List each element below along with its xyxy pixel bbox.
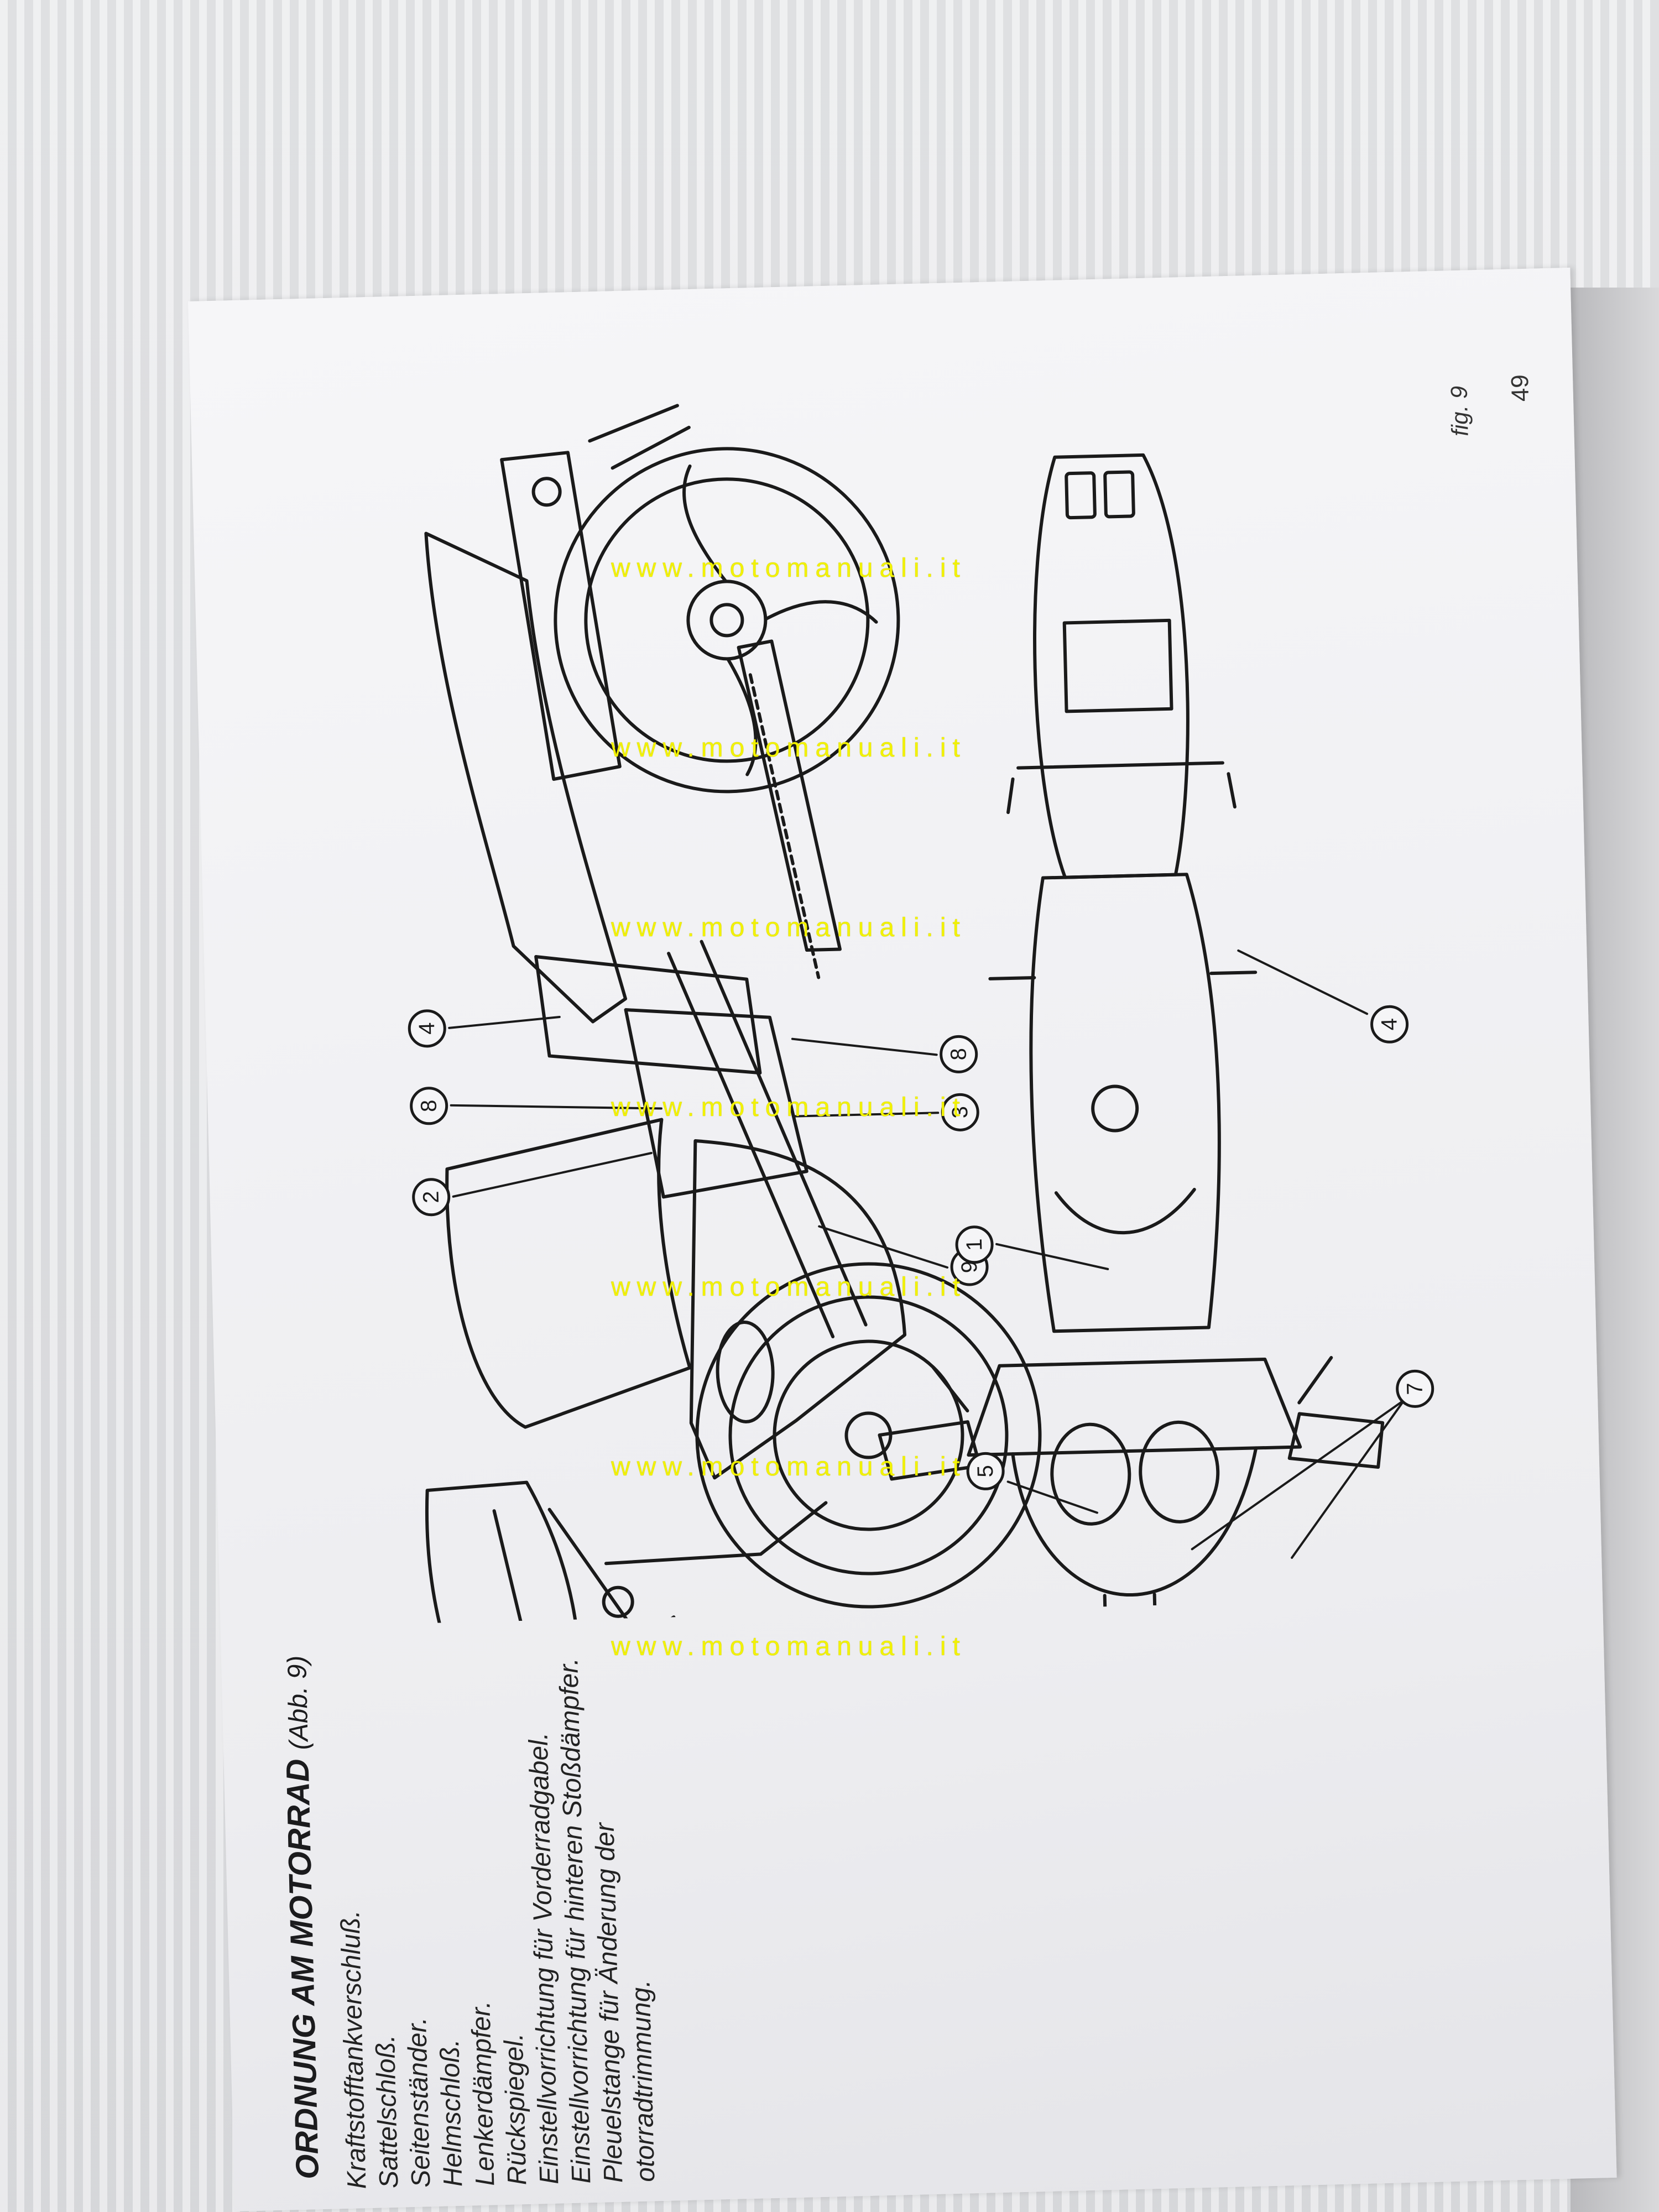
page-number: 49 [1506,374,1535,402]
front-wheel [695,1262,1042,1609]
lower-fairing [689,1139,907,1480]
fuel-tank [445,1118,692,1429]
callout-side-8-label: 8 [416,1099,441,1112]
front-fairing-top [1011,1446,1258,1597]
manual-page: 4 8 2 8 3 9 7 4 1 5 7 6 6 fig. 9 49 ORDN… [188,267,1617,2211]
helmet-lock-top [1062,618,1173,713]
legend-item-9: Pleuelstange für Änderung der [590,1822,629,2183]
callout-top-4-label: 4 [1377,1018,1402,1031]
top-view-drawing [878,453,1385,1629]
side-view-drawing [424,404,1042,1629]
callout-top-4 [1370,1005,1409,1044]
exhaust-silencer [500,451,622,781]
mirror-right [1287,1412,1385,1469]
callout-top-5 [966,1452,1005,1490]
section-heading: ORDNUNG AM MOTORRAD (Abb. 9) [276,1655,326,2180]
legend-item-3: Seitenständer. [402,2017,436,2188]
watermark-6: www.motomanuali.it [611,1452,967,1481]
callout-side-3-label: 3 [948,1106,973,1119]
section-heading-ref: (Abb. 9) [282,1655,315,1750]
watermark-5: www.motomanuali.it [611,1272,967,1302]
handlebar-area [967,1357,1302,1457]
legend-item-2: Sattelschloß. [371,2034,404,2189]
callout-leaders [448,949,1406,1559]
watermark-1: www.motomanuali.it [611,554,967,583]
watermark-4: www.motomanuali.it [611,1093,967,1122]
callout-top-1-label: 1 [962,1238,987,1251]
shock-absorber [624,1008,808,1199]
legend-item-5: Lenkerdämpfer. [466,2000,500,2187]
callout-top-5-label: 5 [973,1465,998,1478]
watermark-3: www.motomanuali.it [611,913,967,942]
watermark-2: www.motomanuali.it [611,733,967,763]
section-heading-title: ORDNUNG AM MOTORRAD [279,1758,326,2180]
tail-fairing [424,531,628,1024]
callout-side-8b [940,1035,978,1073]
callout-side-8 [410,1087,448,1125]
figure-label: fig. 9 [1446,385,1473,437]
legend-item-6: Rückspiegel. [499,2033,533,2186]
watermark-7: www.motomanuali.it [611,1632,967,1661]
callout-side-2 [412,1178,451,1217]
seat-tank-top [1029,873,1221,1333]
callout-top-7-label: 7 [1402,1383,1427,1395]
rear-wheel [554,447,900,794]
motorcycle-illustration: 4 8 2 8 3 9 7 4 1 5 7 6 6 [408,404,1434,1629]
callout-side-4 [408,1009,446,1048]
legend-item-10: otorradtrimmung. [626,1979,661,2183]
legend-item-4: Helmschloß. [435,2039,468,2187]
callout-side-9-label: 9 [957,1260,982,1273]
front-fairing [425,1480,581,1629]
callout-side-2-label: 2 [419,1191,444,1203]
callout-side-8b-label: 8 [946,1048,971,1061]
fuel-cap-top [1091,1084,1139,1133]
callout-top-1 [955,1225,994,1264]
callout-side-3 [941,1093,979,1131]
callout-top-7 [1396,1369,1434,1408]
callout-side-4-label: 4 [415,1022,440,1035]
legend-item-1: Kraftstofftankverschluß. [336,1910,372,2190]
